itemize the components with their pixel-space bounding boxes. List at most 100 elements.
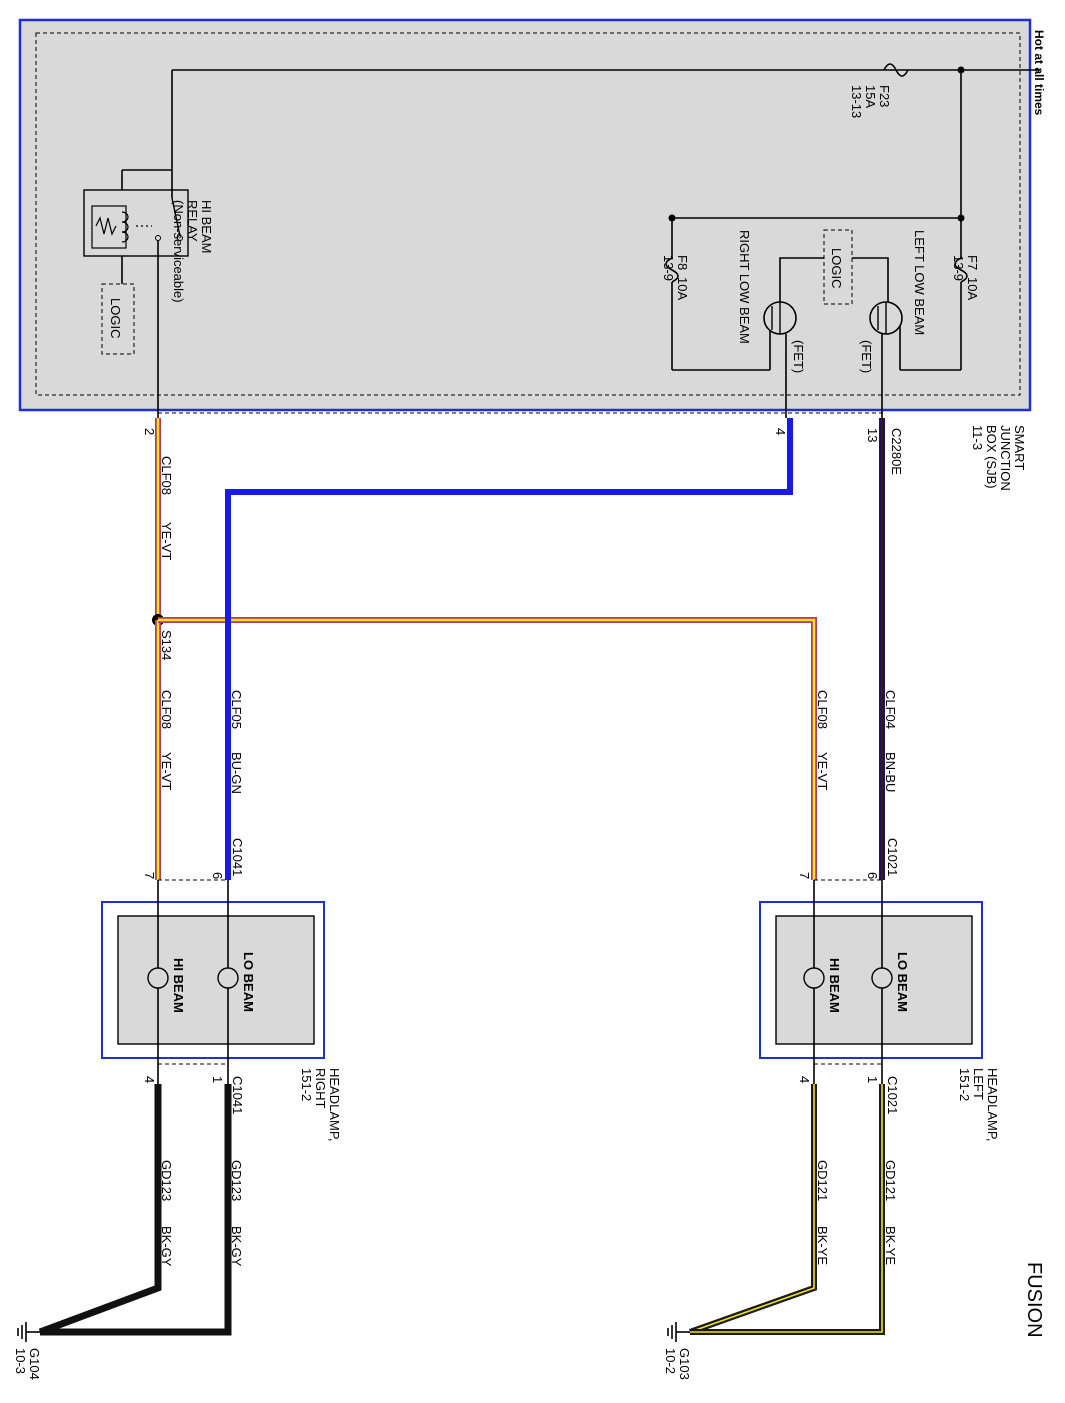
relay-switch-icon — [171, 197, 181, 237]
svg-text:11-3: 11-3 — [970, 425, 985, 450]
sjb-inner-dashed — [35, 32, 1021, 396]
svg-text:RIGHT: RIGHT — [313, 1068, 328, 1109]
svg-text:F8: F8 — [675, 255, 690, 270]
right-in-connector: C1041 — [230, 838, 245, 876]
label-gd123-b: GD123 — [229, 1160, 244, 1201]
label-yevt-left: YE-VT — [815, 752, 830, 790]
svg-text:G104: G104 — [27, 1348, 42, 1380]
wire-gd123-hi — [38, 1084, 162, 1336]
svg-text:F7: F7 — [965, 255, 980, 270]
right-lo-beam-label: LO BEAM — [241, 952, 256, 1012]
sjb-pin-2: 2 — [142, 428, 157, 435]
label-bkgy-b: BK-GY — [229, 1226, 244, 1267]
left-lo-beam-bulb-icon — [871, 967, 893, 989]
wire-stripe — [689, 1084, 815, 1333]
sjb-pin-13: 13 — [865, 428, 880, 442]
svg-text:10A: 10A — [965, 277, 980, 300]
wire-clf08-left — [158, 617, 817, 880]
wire — [852, 257, 889, 302]
svg-text:10-3: 10-3 — [13, 1348, 28, 1374]
svg-text:151-2: 151-2 — [299, 1068, 314, 1101]
left-fet-label: (FET) — [859, 340, 874, 373]
wire — [779, 257, 824, 302]
svg-text:13-13: 13-13 — [849, 85, 864, 118]
fet-logic-box — [823, 229, 853, 305]
left-pin-1: 1 — [865, 1076, 880, 1083]
right-pin-4: 4 — [142, 1076, 157, 1083]
svg-text:F23: F23 — [877, 85, 892, 107]
label-clf08-top: CLF08 — [159, 456, 174, 495]
relay-coil-symbol — [121, 211, 129, 243]
left-in-connector: C1021 — [885, 838, 900, 876]
label-clf08-right: CLF08 — [159, 690, 174, 729]
right-low-beam-label: RIGHT LOW BEAM — [737, 230, 752, 344]
sjb-connector-c2280e: C2280E — [889, 428, 904, 475]
left-lo-beam-label: LO BEAM — [895, 952, 910, 1012]
headlamp-left-label: HEADLAMP, LEFT 151-2 — [957, 1068, 1000, 1141]
relay-logic-label: LOGIC — [108, 298, 123, 338]
headlamp-left-box — [759, 901, 983, 1059]
right-lo-beam-bulb-icon — [217, 967, 239, 989]
wire-stripe — [690, 1084, 883, 1333]
label-bkye-b: BK-YE — [883, 1226, 898, 1265]
fuse-f23-symbol — [883, 63, 909, 77]
ground-g104-label: G104 10-3 — [13, 1348, 42, 1380]
svg-text:13-9: 13-9 — [951, 255, 966, 281]
right-hi-beam-bulb-icon — [147, 967, 169, 989]
hot-at-all-times-label: Hot at all times — [1032, 30, 1046, 116]
svg-text:13-9: 13-9 — [661, 255, 676, 281]
label-yevt-right: YE-VT — [159, 752, 174, 790]
svg-text:JUNCTION: JUNCTION — [998, 425, 1013, 491]
svg-text:15A: 15A — [863, 85, 878, 108]
left-pin-6: 6 — [865, 872, 880, 879]
wire-stripe — [158, 618, 816, 880]
label-bkgy-a: BK-GY — [159, 1226, 174, 1267]
hi-beam-relay-label: HI BEAM RELAY (Non-serviceable) — [171, 200, 214, 303]
fuse-f23-label: F23 15A 13-13 — [849, 85, 892, 118]
headlamp-right-inner — [117, 915, 315, 1045]
svg-text:HI BEAM: HI BEAM — [199, 200, 214, 253]
fuse-f7-label: F7 10A 13-9 — [951, 255, 980, 300]
svg-text:HEADLAMP,: HEADLAMP, — [985, 1068, 1000, 1141]
relay-logic-box — [101, 283, 135, 355]
svg-text:10-2: 10-2 — [663, 1348, 678, 1374]
right-fet-label: (FET) — [791, 340, 806, 373]
sjb-pin-4: 4 — [773, 428, 788, 435]
left-low-beam-label: LEFT LOW BEAM — [912, 230, 927, 335]
relay-coil-icon — [91, 205, 127, 249]
svg-text:SMART: SMART — [1012, 425, 1027, 470]
label-bnbu: BN-BU — [883, 752, 898, 792]
label-yevt-top: YE-VT — [159, 522, 174, 560]
label-clf04: CLF04 — [883, 690, 898, 729]
svg-text:BOX (SJB): BOX (SJB) — [984, 425, 999, 489]
right-pin-6: 6 — [210, 872, 225, 879]
label-clf05: CLF05 — [229, 690, 244, 729]
relay-resistor-symbol — [95, 216, 117, 236]
wire-clf05 — [225, 418, 793, 880]
svg-text:RELAY: RELAY — [185, 200, 200, 242]
svg-text:G103: G103 — [677, 1348, 692, 1380]
fuse-f8-label: F8 10A 13-9 — [661, 255, 690, 300]
fuse-f7-symbol — [954, 257, 968, 283]
svg-text:(Non-serviceable): (Non-serviceable) — [171, 200, 186, 303]
hi-beam-relay-box — [83, 189, 189, 257]
headlamp-right-label: HEADLAMP, RIGHT 151-2 — [299, 1068, 342, 1141]
headlamp-right-box — [101, 901, 325, 1059]
ground-g104-icon — [17, 1322, 40, 1342]
fuse-f8-symbol — [665, 257, 679, 283]
right-pin-1: 1 — [210, 1076, 225, 1083]
label-clf08-left: CLF08 — [815, 690, 830, 729]
left-hi-beam-bulb-icon — [803, 967, 825, 989]
svg-text:151-2: 151-2 — [957, 1068, 972, 1101]
label-bkye-a: BK-YE — [815, 1226, 830, 1265]
left-pin-4: 4 — [797, 1076, 812, 1083]
svg-text:LEFT: LEFT — [971, 1068, 986, 1100]
right-out-connector: C1041 — [230, 1076, 245, 1114]
svg-text:HEADLAMP,: HEADLAMP, — [327, 1068, 342, 1141]
ground-g103-icon — [667, 1322, 690, 1342]
left-pin-7: 7 — [797, 872, 812, 879]
right-hi-beam-label: HI BEAM — [171, 958, 186, 1013]
fet-logic-label: LOGIC — [829, 248, 844, 288]
page-title: FUSION — [1023, 1262, 1045, 1338]
svg-text:10A: 10A — [675, 277, 690, 300]
